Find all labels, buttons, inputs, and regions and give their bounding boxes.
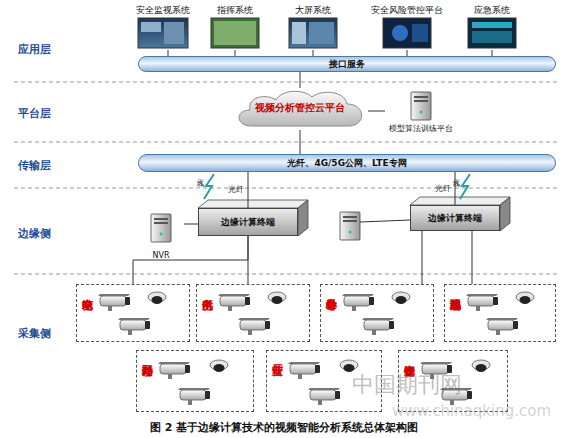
camera-icon bbox=[158, 362, 190, 379]
screenshot bbox=[468, 18, 516, 48]
camera-icon bbox=[178, 388, 210, 405]
screenshot-detail bbox=[392, 25, 408, 41]
camera-icon bbox=[218, 294, 250, 311]
node-label: 光纤、4G/5G公网、LTE专网 bbox=[287, 157, 406, 170]
screenshot-detail bbox=[472, 22, 512, 28]
connector bbox=[472, 231, 473, 284]
bus-pipe: 光纤、4G/5G公网、LTE专网 bbox=[138, 154, 556, 172]
camera-icon bbox=[268, 292, 286, 304]
screenshot-detail bbox=[141, 22, 161, 32]
screenshot-detail bbox=[472, 31, 512, 43]
layer-label: 平台层 bbox=[18, 106, 51, 121]
figure-caption: 图 2 基于边缘计算技术的视频智能分析系统总体架构图 bbox=[0, 420, 568, 435]
connector bbox=[133, 236, 248, 284]
site-box: 野外移动 bbox=[136, 350, 254, 412]
camera-icon bbox=[308, 388, 340, 405]
edge-terminal: 边缘计算终端 bbox=[198, 208, 298, 236]
camera-icon bbox=[148, 292, 166, 304]
terminal-side bbox=[298, 200, 308, 236]
connector bbox=[368, 111, 385, 112]
layer-divider bbox=[14, 274, 560, 275]
node-label: 应急系统 bbox=[462, 4, 522, 17]
camera-icon bbox=[486, 318, 518, 335]
node-label: 边缘计算终端 bbox=[221, 216, 275, 229]
camera-icon bbox=[288, 362, 320, 379]
camera-icon bbox=[342, 294, 374, 311]
camera-icon bbox=[340, 360, 358, 372]
device-node: 模型算法训练平台 bbox=[385, 92, 457, 134]
node-label: 接口服务 bbox=[329, 58, 365, 71]
connector bbox=[184, 224, 198, 225]
camera-icon bbox=[516, 292, 534, 304]
camera-icon bbox=[392, 292, 410, 304]
wireless-symbol bbox=[460, 174, 470, 199]
watermark: www.chinaqking.com bbox=[392, 402, 551, 420]
camera-icon bbox=[118, 318, 150, 335]
watermark: 中国期刊网 bbox=[352, 370, 462, 400]
layer-divider bbox=[14, 82, 560, 83]
screenshot bbox=[289, 18, 337, 48]
layer-divider bbox=[14, 188, 560, 189]
node-label: 安全风险管控平台 bbox=[362, 4, 452, 17]
site-box: 基建现场 bbox=[444, 284, 556, 342]
app-system: 指挥系统 bbox=[205, 4, 265, 50]
node-label: 视频分析管控云平台 bbox=[232, 102, 368, 115]
wire bbox=[360, 220, 410, 222]
bus-pipe: 接口服务 bbox=[138, 56, 556, 72]
site-box: 变电站 bbox=[76, 284, 190, 342]
connector bbox=[248, 236, 249, 284]
camera-icon bbox=[210, 360, 228, 372]
layer-label: 采集侧 bbox=[18, 326, 51, 341]
screenshot-detail bbox=[412, 24, 428, 42]
node-label: 大屏系统 bbox=[283, 4, 343, 17]
connector bbox=[300, 72, 301, 88]
screenshot-detail bbox=[164, 22, 184, 44]
terminal-side bbox=[500, 197, 510, 231]
screenshot bbox=[138, 18, 188, 48]
screenshot-detail bbox=[292, 22, 306, 44]
server-icon bbox=[340, 212, 360, 240]
screenshot bbox=[211, 18, 259, 48]
node-label: 安全监视系统 bbox=[128, 4, 198, 17]
terminal-top bbox=[198, 200, 308, 208]
device-node: NVR bbox=[138, 212, 184, 260]
screenshot-detail bbox=[309, 22, 334, 44]
screenshot-detail bbox=[214, 21, 256, 45]
connector bbox=[248, 172, 249, 208]
connector bbox=[422, 231, 423, 284]
server-icon bbox=[411, 92, 431, 120]
layer-label: 应用层 bbox=[18, 42, 51, 57]
app-system: 安全风险管控平台 bbox=[362, 4, 452, 50]
layer-label: 边缘侧 bbox=[18, 226, 51, 241]
edge-label: 光纤 bbox=[228, 184, 244, 195]
camera-icon bbox=[466, 294, 498, 311]
app-system: 应急系统 bbox=[462, 4, 522, 50]
edge-label: 光纤 bbox=[435, 183, 451, 194]
edge-terminal: 边缘计算终端 bbox=[410, 205, 500, 231]
connector bbox=[455, 172, 456, 205]
site-box: 计量中心 bbox=[320, 284, 434, 342]
layer-divider bbox=[14, 142, 560, 143]
camera-icon bbox=[238, 318, 270, 335]
camera-icon bbox=[472, 360, 490, 372]
app-system: 安全监视系统 bbox=[128, 4, 198, 50]
camera-icon bbox=[98, 294, 130, 311]
node-label: 边缘计算终端 bbox=[428, 212, 482, 225]
node-label: 指挥系统 bbox=[205, 4, 265, 17]
wireless-symbol bbox=[204, 174, 214, 199]
layer-label: 传输层 bbox=[18, 158, 51, 173]
nvr-icon bbox=[151, 214, 171, 242]
node-label: 模型算法训练平台 bbox=[389, 123, 453, 134]
camera-icon bbox=[362, 318, 394, 335]
app-system: 大屏系统 bbox=[283, 4, 343, 50]
connector bbox=[300, 130, 301, 154]
node-label: NVR bbox=[152, 251, 169, 260]
cloud-platform: 视频分析管控云平台 bbox=[232, 88, 368, 130]
site-box: 供电所 bbox=[196, 284, 310, 342]
screenshot bbox=[383, 18, 431, 48]
